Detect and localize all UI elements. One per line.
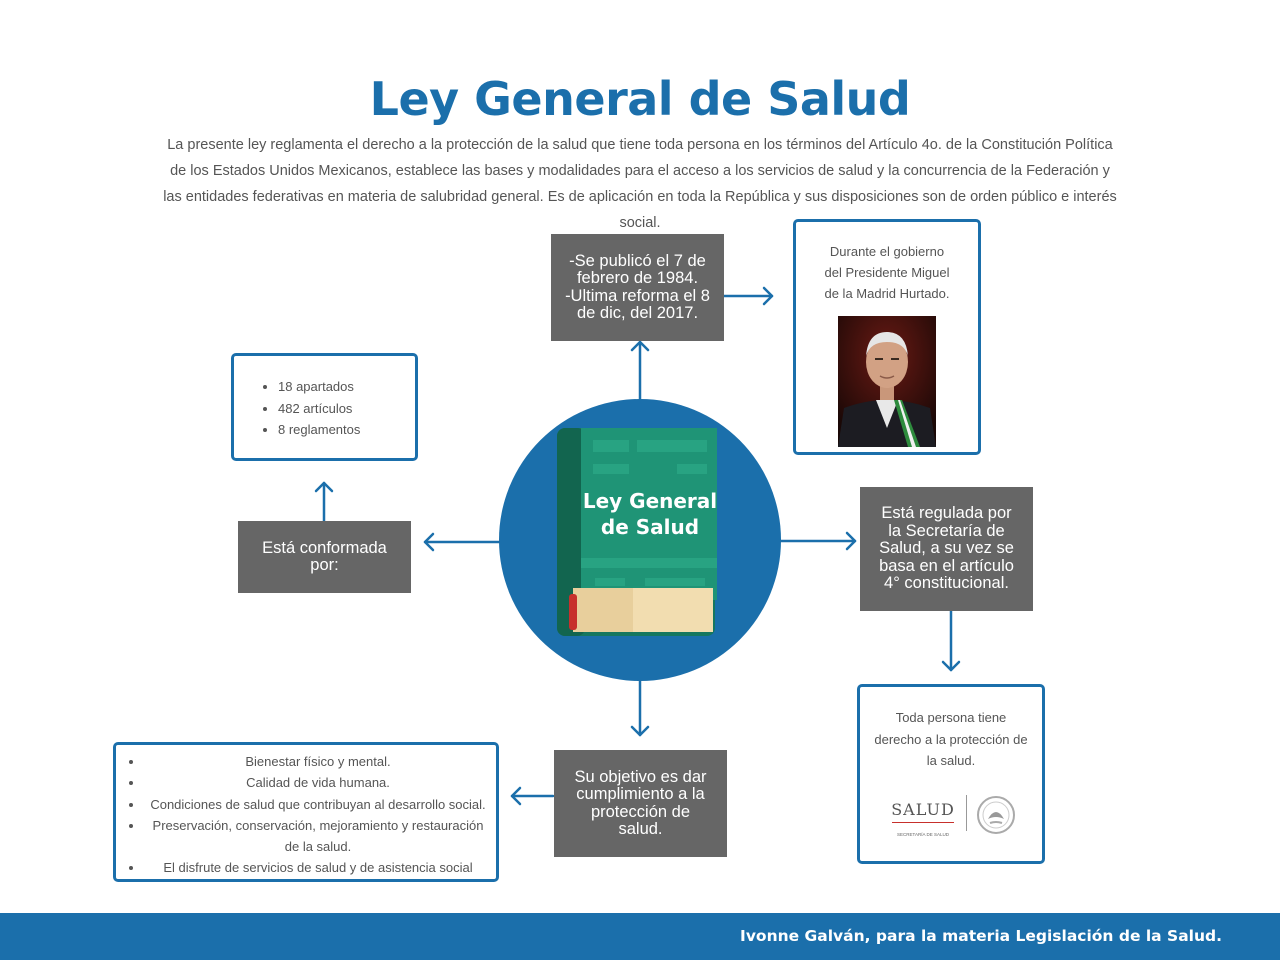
- published-line-3: -Ultima reforma el 8: [565, 286, 710, 305]
- conformada-item: 8 reglamentos: [278, 419, 415, 441]
- derecho-box: Toda persona tiene derecho a la protecci…: [857, 684, 1045, 864]
- published-line-4: de dic, del 2017.: [576, 304, 699, 322]
- objetivo-item: Calidad de vida humana.: [144, 772, 492, 793]
- objetivo-label: Su objetivo es dar cumplimiento a la pro…: [574, 767, 707, 838]
- objetivo-item: Bienestar físico y mental.: [144, 751, 492, 772]
- logo-text: SALUD: [891, 800, 955, 819]
- derecho-text: Toda persona tiene derecho a la protecci…: [874, 710, 1028, 768]
- conformada-items-list: 18 apartados 482 artículos 8 reglamentos: [258, 376, 415, 441]
- objetivos-list: Bienestar físico y mental. Calidad de vi…: [124, 751, 492, 879]
- secretaria-salud-logo: SALUD SECRETARÍA DE SALUD: [888, 795, 1018, 839]
- objetivo-item: Preservación, conservación, mejoramiento…: [144, 815, 492, 858]
- published-line-1: -Se publicó el 7 de: [569, 251, 706, 270]
- mexico-coat-of-arms-icon: [977, 796, 1015, 834]
- president-line-3: de la Madrid Hurtado.: [824, 286, 950, 301]
- conformada-box: Está conformada por:: [238, 521, 411, 593]
- book-title-line1: Ley General: [583, 489, 717, 513]
- footer-credit: Ivonne Galván, para la materia Legislaci…: [740, 927, 1222, 945]
- objetivos-list-box: Bienestar físico y mental. Calidad de vi…: [113, 742, 499, 882]
- regulada-label: Está regulada por la Secretaría de Salud…: [879, 504, 1014, 593]
- book-title-line2: de Salud: [601, 515, 699, 539]
- footer-bar: Ivonne Galván, para la materia Legislaci…: [0, 913, 1280, 960]
- conformada-item: 18 apartados: [278, 376, 415, 398]
- conformada-item: 482 artículos: [278, 398, 415, 420]
- president-box: Durante el gobierno del Presidente Migue…: [793, 219, 981, 455]
- published-box: -Se publicó el 7 de febrero de 1984. -Ul…: [551, 234, 724, 341]
- regulada-box: Está regulada por la Secretaría de Salud…: [860, 487, 1033, 611]
- president-portrait-image: [838, 316, 936, 447]
- president-line-1: Durante el gobierno: [829, 244, 945, 259]
- objetivo-item: Condiciones de salud que contribuyan al …: [144, 794, 492, 815]
- conformada-items-box: 18 apartados 482 artículos 8 reglamentos: [231, 353, 418, 461]
- page-title: Ley General de Salud: [369, 72, 911, 126]
- objetivo-box: Su objetivo es dar cumplimiento a la pro…: [554, 750, 727, 857]
- law-book-icon: Ley General de Salud: [557, 428, 717, 636]
- conformada-label: Está conformada por:: [262, 538, 387, 574]
- objetivo-item: El disfrute de servicios de salud y de a…: [144, 857, 492, 878]
- published-line-2: febrero de 1984.: [576, 269, 699, 287]
- intro-paragraph: La presente ley reglamenta el derecho a …: [163, 137, 1117, 231]
- president-line-2: del Presidente Miguel: [824, 265, 950, 280]
- logo-subtext: SECRETARÍA DE SALUD: [897, 831, 949, 837]
